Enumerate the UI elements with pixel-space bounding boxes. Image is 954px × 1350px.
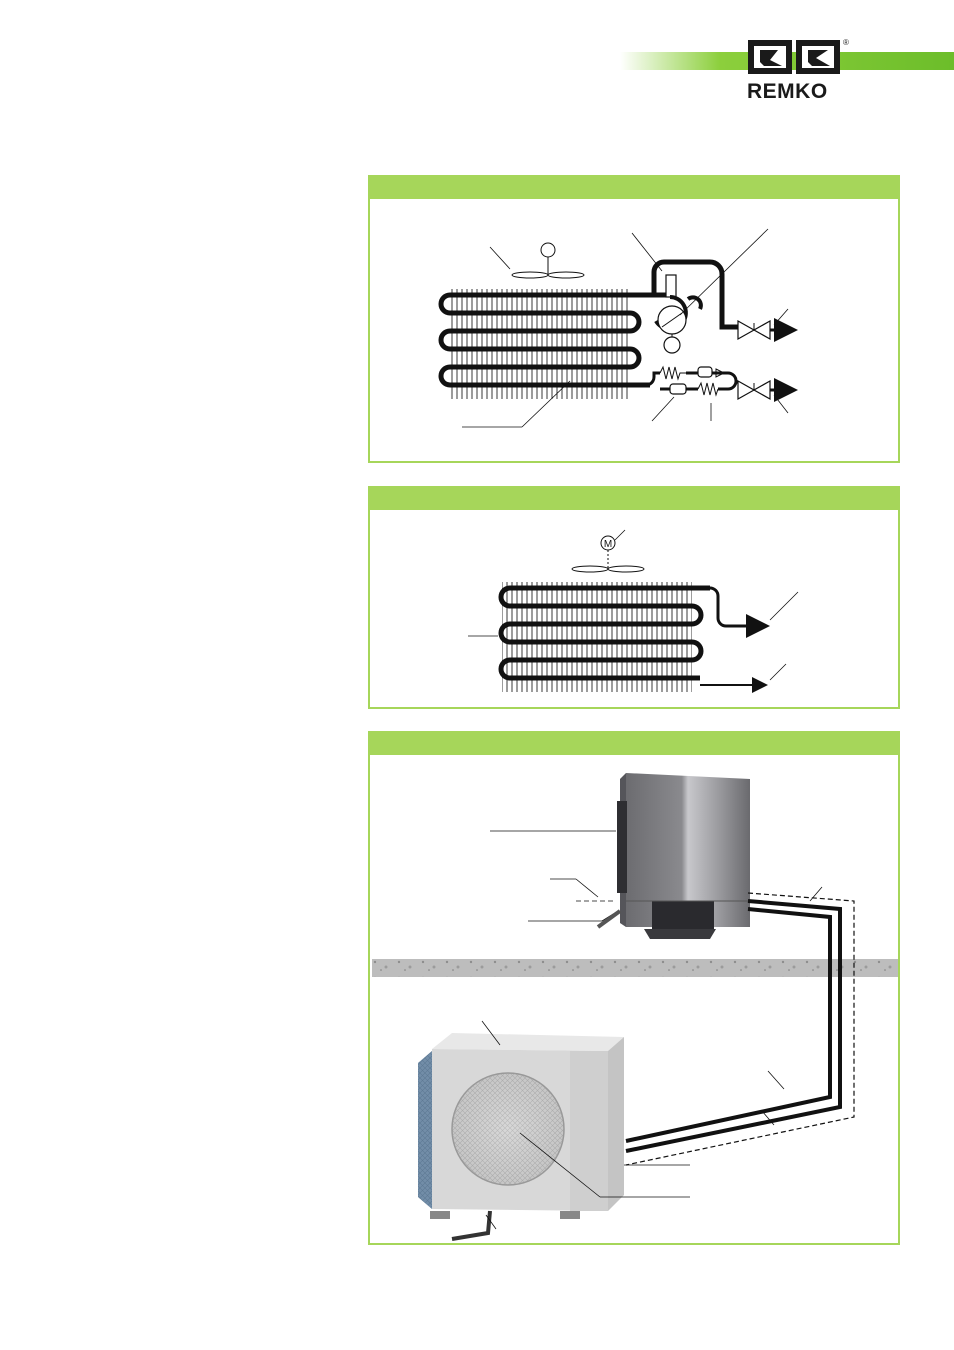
service-valve-icon bbox=[737, 379, 771, 401]
evaporator-tube bbox=[498, 585, 710, 681]
cable-leader-line bbox=[809, 886, 823, 902]
wall-section bbox=[372, 959, 898, 977]
indoor-unit bbox=[617, 773, 750, 939]
registered-mark: ® bbox=[843, 38, 849, 47]
brand-name: REMKO bbox=[747, 80, 828, 103]
capillary-coil bbox=[659, 365, 719, 397]
lid-leader-line bbox=[481, 1020, 501, 1046]
indoor-exchanger-diagram: M bbox=[468, 529, 799, 693]
pipe-leader-line-2 bbox=[761, 1110, 775, 1126]
drain-hose-leader-line bbox=[485, 1214, 497, 1230]
pipe-leader-line-1 bbox=[767, 1070, 785, 1090]
fan-icon: M bbox=[571, 535, 645, 573]
filter-drier-2 bbox=[669, 383, 687, 395]
condensate-drain-hose bbox=[596, 909, 622, 929]
filter-drier bbox=[697, 366, 713, 378]
panel-outdoor-circuit bbox=[368, 175, 900, 463]
condenser-fins bbox=[450, 289, 630, 399]
panel-header bbox=[370, 733, 898, 755]
compressor-leader-line bbox=[679, 228, 769, 316]
fan-icon bbox=[511, 242, 585, 279]
service-valve-icon bbox=[737, 319, 771, 341]
split-installation-illustration bbox=[372, 773, 898, 1241]
panel-split-installation bbox=[368, 731, 900, 1245]
page-header: ® REMKO bbox=[0, 0, 954, 110]
outdoor-drain-hose bbox=[451, 1210, 492, 1241]
outdoor-circuit-diagram bbox=[438, 228, 798, 428]
panel-header bbox=[370, 177, 898, 199]
remko-logo-icon bbox=[748, 40, 840, 74]
fan-leader-line bbox=[489, 246, 511, 270]
refrigerant-loop bbox=[651, 259, 738, 330]
liquid-line bbox=[645, 371, 740, 391]
valve-leader-line bbox=[631, 232, 663, 272]
panel-header bbox=[370, 488, 898, 510]
condenser-tube bbox=[438, 292, 670, 388]
motor-icon bbox=[663, 336, 681, 354]
four-way-valve bbox=[665, 274, 677, 298]
refrigerant-lines bbox=[625, 892, 855, 1166]
outdoor-unit bbox=[418, 1033, 624, 1219]
evaporator-fins bbox=[502, 582, 692, 692]
drier-leader-line bbox=[651, 396, 675, 422]
motor-label: M bbox=[604, 539, 612, 550]
fan-grille-leader-line bbox=[519, 1132, 601, 1198]
panel-indoor-exchanger: M bbox=[368, 486, 900, 709]
